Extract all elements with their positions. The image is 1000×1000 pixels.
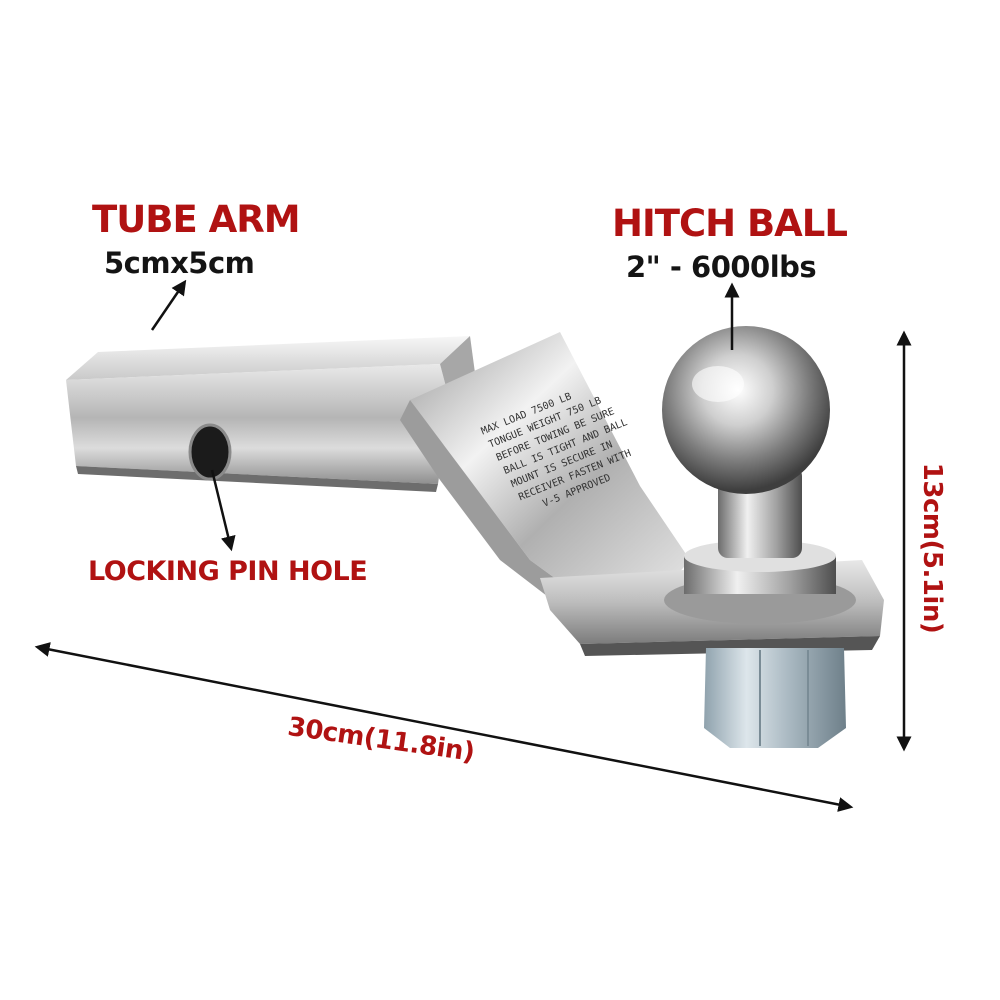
tube-arm bbox=[66, 336, 480, 492]
tube-arm-arrow bbox=[150, 279, 187, 331]
length-dimension-arrow bbox=[34, 642, 854, 812]
drop-shank bbox=[400, 332, 690, 606]
locking-pin-hole bbox=[188, 423, 232, 481]
tube-arm-size: 5cmx5cm bbox=[104, 246, 255, 280]
shank-stamp-text: MAX LOAD 7500 LB TONGUE WEIGHT 750 LB BE… bbox=[480, 391, 633, 509]
tube-arm-title: TUBE ARM bbox=[92, 198, 301, 241]
hitch-ball bbox=[662, 326, 830, 494]
locking-pin-hole-label: LOCKING PIN HOLE bbox=[88, 556, 368, 587]
hitch-ball-title: HITCH BALL bbox=[612, 202, 848, 245]
height-dimension-label: 13cm(5.1in) bbox=[917, 462, 947, 634]
locking-pin-arrow bbox=[210, 469, 236, 552]
hex-nut bbox=[704, 648, 846, 748]
hitch-ball-spec: 2" - 6000lbs bbox=[626, 250, 817, 284]
